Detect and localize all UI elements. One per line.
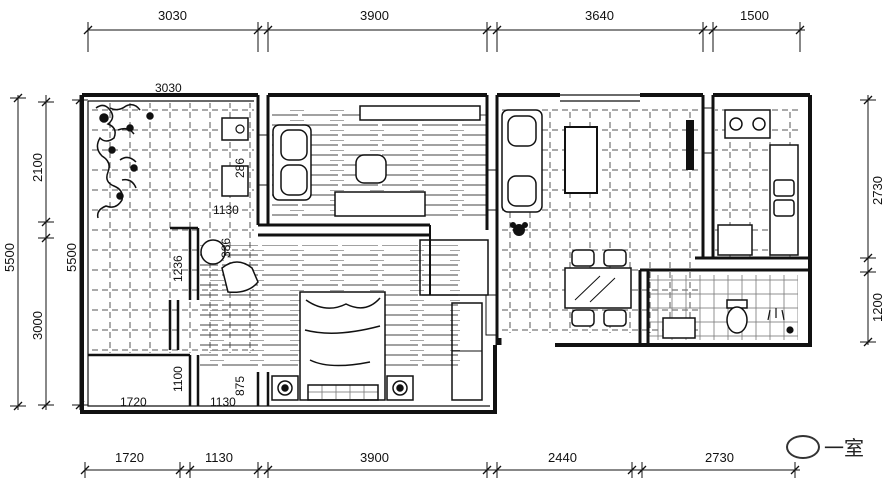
chat-bubble-icon: [786, 434, 820, 459]
right-dim-2730: 2730: [870, 176, 885, 205]
fridge-icon: [717, 224, 753, 256]
bottom-dim-2: 1130: [205, 450, 233, 465]
top-dim-3: 3640: [585, 8, 614, 23]
desk-icon: [334, 191, 426, 217]
hall-length-label: 1236: [171, 255, 185, 282]
desk-chair-icon: [355, 154, 387, 184]
bottom-dimension-line: [80, 462, 800, 478]
small-width-label: 1130: [210, 395, 236, 409]
planter-icon: [95, 103, 154, 219]
armchair-icon: [200, 239, 259, 294]
top-dim-1: 3030: [158, 8, 187, 23]
toilet-icon: [726, 299, 748, 334]
living-sofa-icon: [501, 109, 543, 213]
plant-icon: [510, 222, 528, 236]
bottom-dim-5: 2730: [705, 450, 734, 465]
balcony-width-label: 3030: [155, 81, 182, 95]
stove-icon: [724, 109, 771, 139]
left-dim-2100: 2100: [30, 153, 45, 182]
left-dim-3000: 3000: [30, 311, 45, 340]
small-dim-label: 875: [233, 376, 247, 396]
wardrobe-depth-label: 1130: [213, 203, 239, 217]
top-dim-4: 1500: [740, 8, 769, 23]
closet-height-label: 1100: [171, 366, 185, 392]
bath-dim-label: 286: [233, 158, 247, 178]
coffee-table-icon: [564, 126, 598, 194]
shower-icon: [767, 308, 794, 334]
top-dimension-line: [83, 22, 805, 52]
closet-width-label: 1720: [120, 395, 147, 409]
bottom-dim-3: 3900: [360, 450, 389, 465]
walls: [80, 93, 812, 414]
top-dim-2: 3900: [360, 8, 389, 23]
washbasin-icon: [221, 117, 249, 141]
right-dim-1200: 1200: [870, 293, 885, 322]
tub-dim-label: 386: [219, 238, 233, 258]
bottom-dim-1: 1720: [115, 450, 144, 465]
nightstand-lamp-icon: [271, 375, 414, 401]
left-dim-inner-5500: 5500: [64, 243, 79, 272]
wall-shelf: [359, 105, 481, 121]
sofa-icon: [272, 124, 312, 201]
tv-cabinet-icon: [686, 120, 694, 170]
right-dimension-lines: [860, 95, 876, 347]
washer-icon: [221, 165, 249, 197]
bed-icon: [299, 291, 386, 401]
bottom-dim-4: 2440: [548, 450, 577, 465]
dining-set-icon: [564, 249, 632, 327]
watermark-text: 一室: [824, 436, 864, 460]
left-dim-outer: 5500: [2, 243, 17, 272]
bath-sink-icon: [662, 317, 696, 339]
watermark: 一室: [786, 432, 864, 461]
kitchen-counter: [769, 144, 799, 256]
